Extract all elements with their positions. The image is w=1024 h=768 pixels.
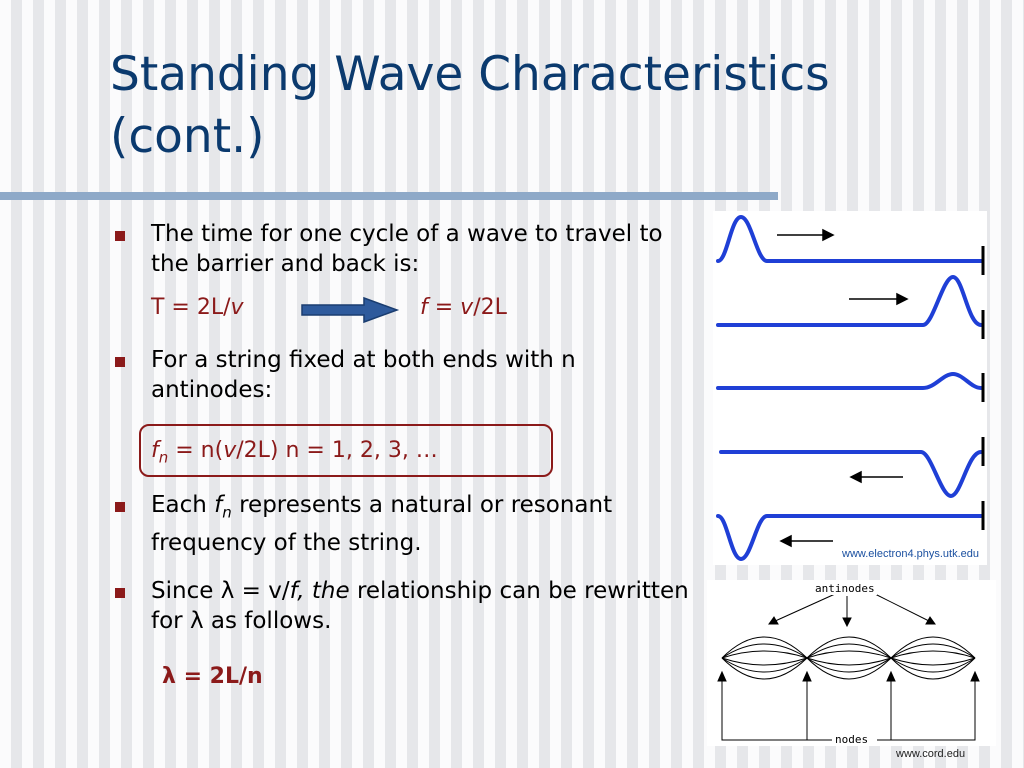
wave-trace-5 bbox=[716, 514, 983, 561]
mode-curve-4 bbox=[721, 657, 976, 666]
title-divider bbox=[0, 192, 778, 200]
title-line-1: Standing Wave Characteristics bbox=[110, 47, 830, 102]
standing-modes-diagram bbox=[717, 593, 980, 741]
bullet-3-text: Each fn represents a natural or resonant… bbox=[151, 490, 691, 558]
frequency-formula-eq: = bbox=[427, 295, 461, 320]
bullet-marker-4 bbox=[115, 588, 125, 598]
node-arrow-1 bbox=[717, 670, 727, 682]
frequency-formula-f: f bbox=[420, 295, 428, 320]
period-formula-var: v bbox=[230, 295, 244, 320]
node-arrow-3 bbox=[886, 670, 896, 682]
antinode-pointer-3 bbox=[874, 593, 932, 623]
resonance-formula: fn = n(v/2L) n = 1, 2, 3, … bbox=[151, 438, 438, 466]
bullet-3-sub: n bbox=[222, 503, 232, 522]
implies-arrow-icon bbox=[301, 296, 400, 324]
frequency-formula-text: /2L bbox=[473, 295, 507, 320]
mode-curve-3 bbox=[721, 650, 976, 659]
title-line-2: (cont.) bbox=[110, 109, 265, 164]
mode-curve-1 bbox=[721, 636, 976, 659]
resonance-formula-mid: = n( bbox=[168, 438, 224, 463]
bullet-3-pre: Each bbox=[151, 492, 215, 518]
resonance-formula-f: f bbox=[151, 438, 159, 463]
antinode-pointer-1 bbox=[772, 593, 836, 623]
bullet-marker-1 bbox=[115, 231, 125, 241]
nodes-label: nodes bbox=[833, 733, 871, 746]
bullet-4-text: Since λ = v/f, the relationship can be r… bbox=[151, 576, 691, 636]
bullet-4-f-the: f, the bbox=[289, 578, 350, 604]
wave-trace-2 bbox=[716, 275, 983, 327]
pulse-reflection-image: www.electron4.phys.utk.edu bbox=[713, 211, 987, 565]
period-formula: T = 2L/v bbox=[151, 295, 244, 320]
bullet-4-mid2: relationship can be rewritten for bbox=[151, 578, 689, 634]
mode-curve-2 bbox=[721, 643, 976, 659]
pulse-reflection-diagram bbox=[716, 215, 985, 561]
frequency-formula-var: v bbox=[460, 295, 474, 320]
antinodes-label: antinodes bbox=[813, 582, 877, 595]
bullet-marker-2 bbox=[115, 357, 125, 367]
frequency-formula: f = v/2L bbox=[420, 295, 507, 320]
resonance-formula-sub: n bbox=[158, 448, 169, 467]
bullet-4-mid1: = v/ bbox=[234, 578, 290, 604]
bullet-3-f: f bbox=[214, 492, 223, 518]
node-arrow-4 bbox=[970, 670, 980, 682]
node-arrow-2 bbox=[802, 670, 812, 682]
resonance-formula-text: /2L) n = 1, 2, 3, … bbox=[236, 438, 438, 463]
bullet-1-text: The time for one cycle of a wave to trav… bbox=[151, 221, 663, 277]
modes-image-credit: www.cord.edu bbox=[896, 748, 966, 760]
resonance-formula-var: v bbox=[223, 438, 237, 463]
wave-trace-3 bbox=[716, 372, 983, 390]
bullet-marker-3 bbox=[115, 502, 125, 512]
bullet-4-lambda2: λ bbox=[189, 608, 204, 634]
mode-curve-6 bbox=[721, 657, 976, 680]
mode-curve-5 bbox=[721, 657, 976, 673]
slide-title: Standing Wave Characteristics (cont.) bbox=[110, 44, 1010, 168]
bullet-2-text: For a string fixed at both ends with n a… bbox=[151, 347, 576, 403]
pulse-image-credit: www.electron4.phys.utk.edu bbox=[842, 548, 979, 560]
wavelength-formula: λ = 2L/n bbox=[162, 664, 263, 689]
wave-trace-1 bbox=[716, 215, 983, 263]
standing-modes-image: antinodes nodes bbox=[707, 580, 996, 746]
node-connector bbox=[721, 677, 832, 741]
bullet-4-pre: Since bbox=[151, 578, 221, 604]
period-formula-text: T = 2L/ bbox=[151, 295, 231, 320]
bullet-4-lambda: λ bbox=[220, 578, 235, 604]
resonance-formula-box bbox=[139, 424, 553, 477]
wave-trace-4 bbox=[719, 450, 983, 498]
bullet-3-post: represents a natural or resonant frequen… bbox=[151, 492, 613, 556]
bullet-4-post: as follows. bbox=[203, 608, 332, 634]
